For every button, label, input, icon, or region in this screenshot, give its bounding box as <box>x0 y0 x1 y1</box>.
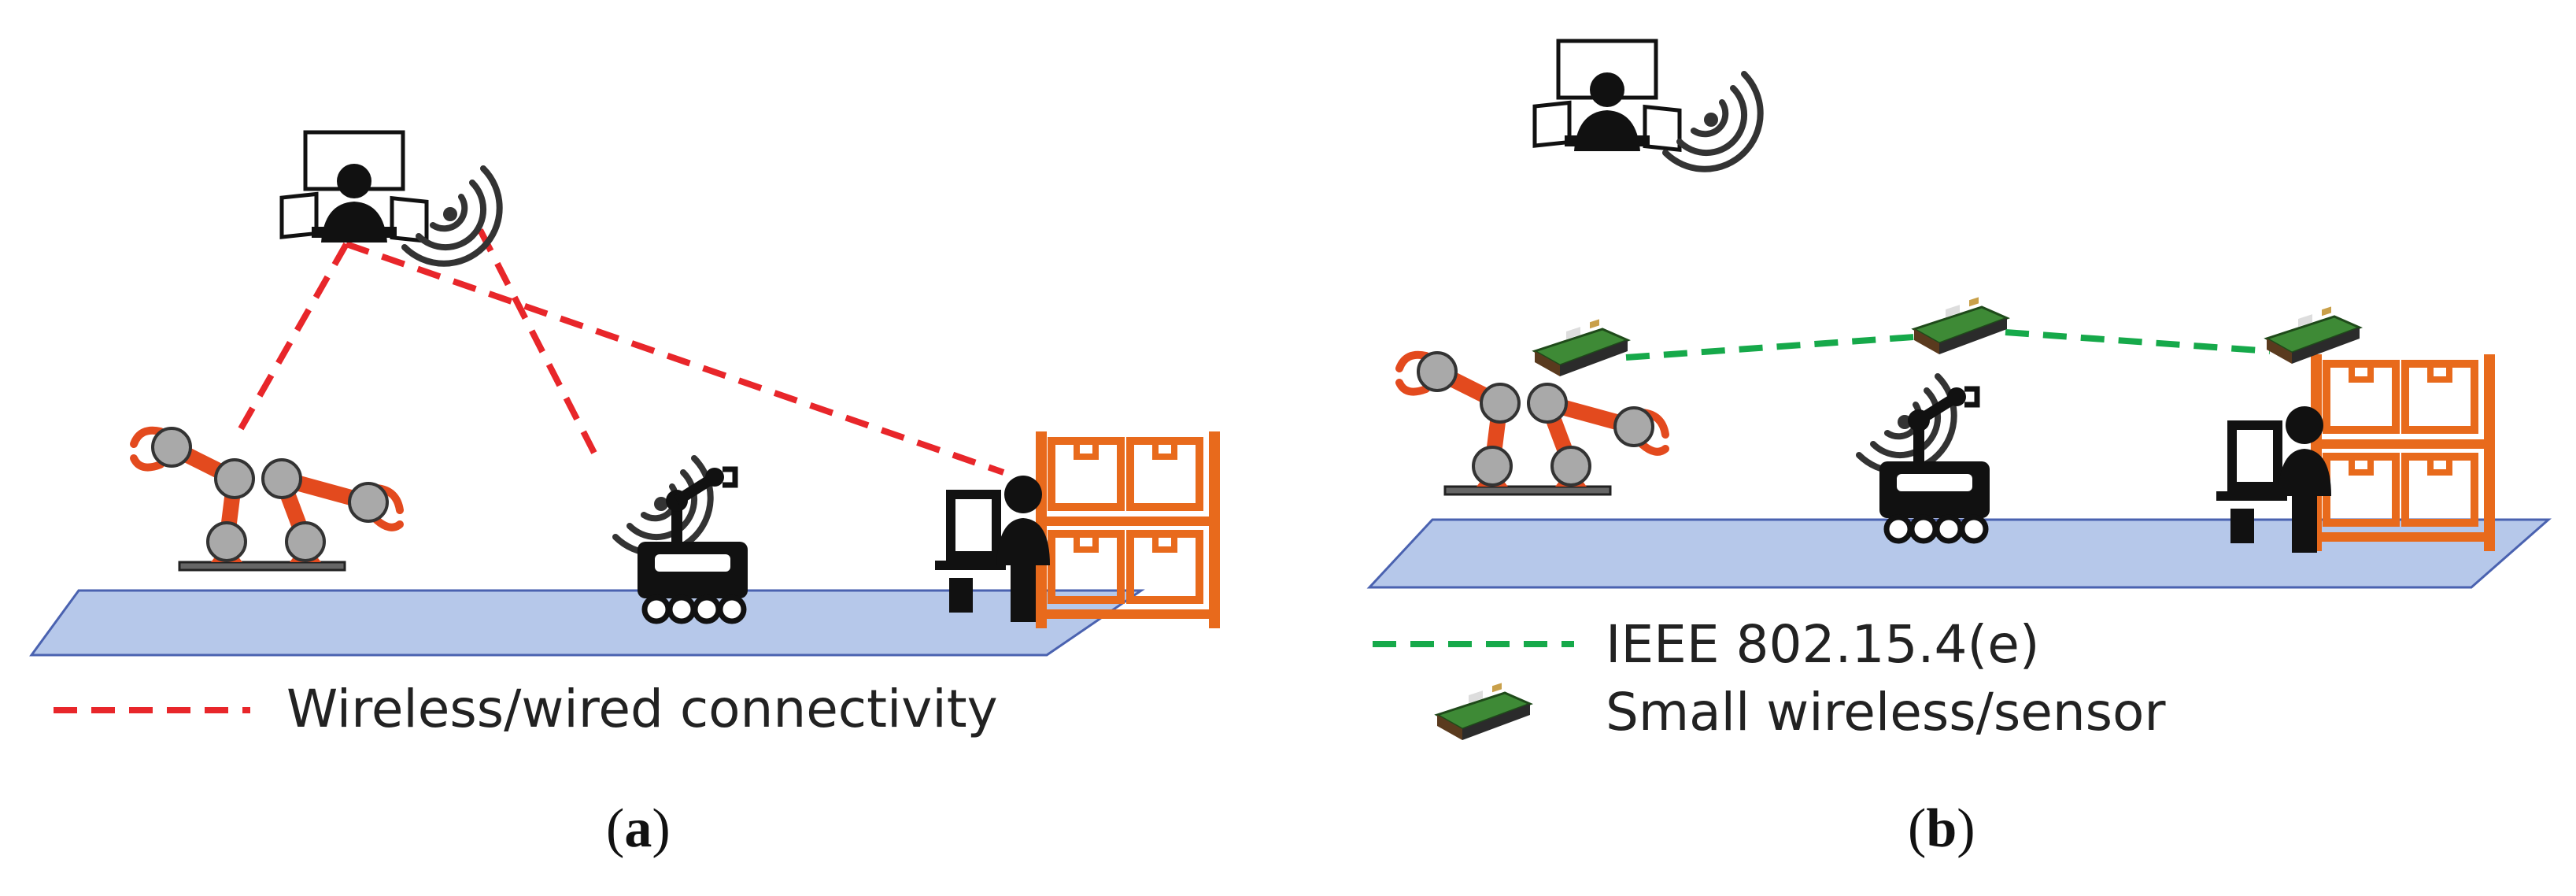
factory-floor-a <box>29 589 1145 657</box>
link-sensor-1-to-2 <box>1625 334 1915 361</box>
caption-b: (b) <box>1908 798 1975 859</box>
operator-workstation-icon <box>282 132 427 243</box>
ieee-links-b <box>1625 329 2271 361</box>
wireless-signal-icon <box>615 458 711 554</box>
legend-label-ieee: IEEE 802.15.4(e) <box>1606 614 2040 675</box>
robot-arm-icon <box>134 428 400 570</box>
link-operator-to-shelf <box>345 241 1005 476</box>
sensor-node-icon <box>1533 317 1629 378</box>
link-operator-to-robot-arm <box>233 243 349 439</box>
legend-label-sensor: Small wireless/sensor <box>1606 682 2166 742</box>
caption-a: (a) <box>606 798 671 859</box>
link-wifi-to-mobile-robot <box>477 228 601 462</box>
sensor-node-icon <box>2265 305 2361 365</box>
legend-sensor-icon <box>1436 681 1532 742</box>
mobile-robot-icon <box>1859 376 1990 541</box>
wireless-signal-icon <box>1859 376 1954 472</box>
sensor-node-icon <box>1913 295 2009 356</box>
panel-b <box>1366 41 2552 742</box>
caption-letter-a: a <box>624 798 652 859</box>
warehouse-shelf-icon <box>2311 354 2495 551</box>
robot-arm-icon <box>1399 353 1665 494</box>
warehouse-shelf-icon <box>1036 431 1220 628</box>
wired-links-a <box>233 228 1005 476</box>
link-sensor-2-to-3 <box>2005 329 2271 354</box>
caption-letter-b: b <box>1926 798 1957 859</box>
operator-workstation-icon <box>1535 41 1680 151</box>
panel-a <box>29 132 1220 713</box>
legend-label-wired: Wireless/wired connectivity <box>286 679 998 739</box>
